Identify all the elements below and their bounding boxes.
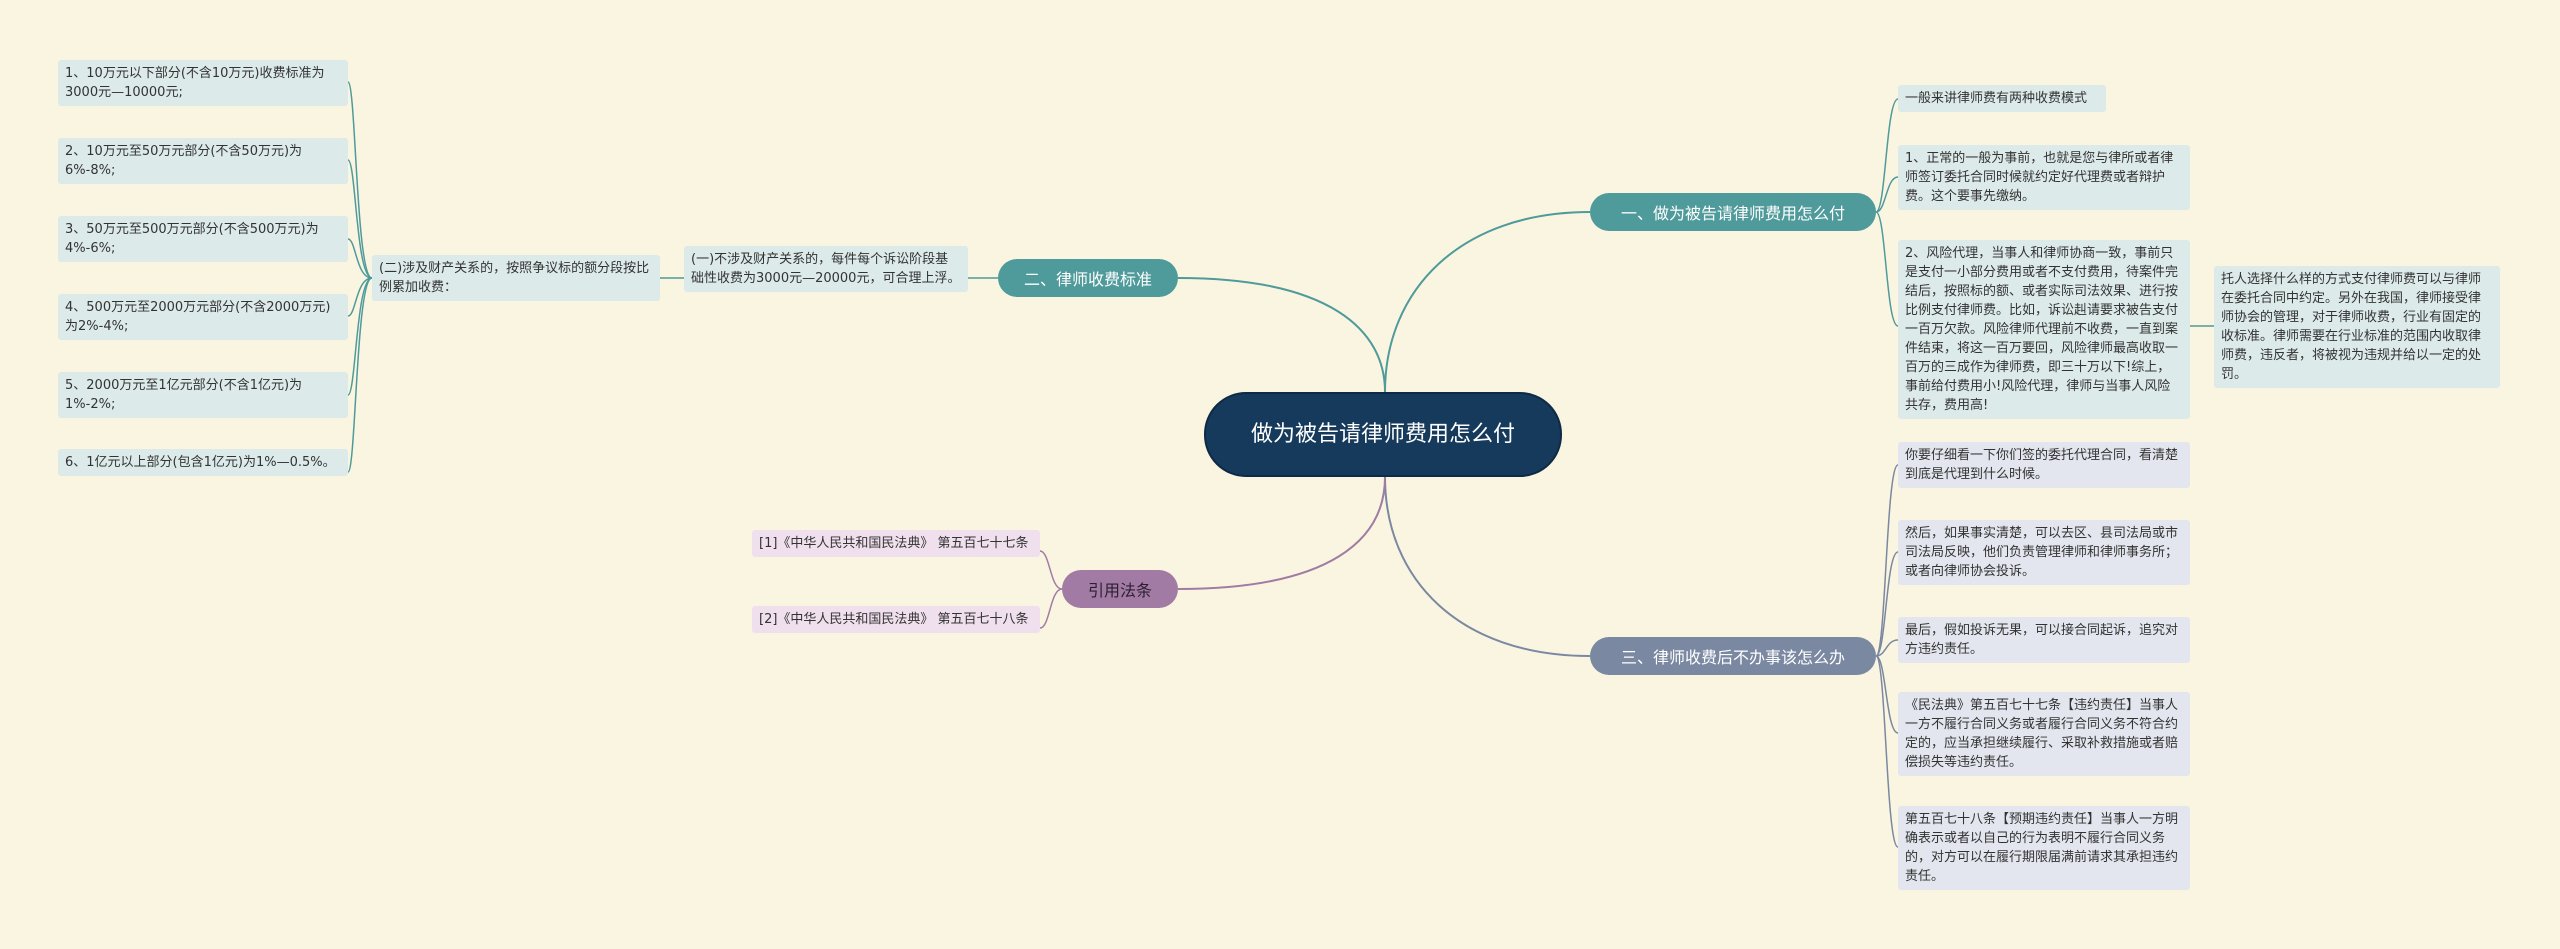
central-topic[interactable]: 做为被告请律师费用怎么付 bbox=[1204, 392, 1562, 477]
link-b2-tier1 bbox=[347, 81, 373, 279]
b3-item-3[interactable]: 最后，假如投诉无果，可以接合同起诉，追究对方违约责任。 bbox=[1898, 617, 2190, 663]
b1-item-3-sub-text: 托人选择什么样的方式支付律师费可以与律师在委托合同中约定。另外在我国，律师接受律… bbox=[2221, 272, 2482, 382]
branch-fee-payment[interactable]: 一、做为被告请律师费用怎么付 bbox=[1590, 193, 1876, 231]
link-b2-tier3 bbox=[347, 238, 373, 279]
b2-item-1[interactable]: (一)不涉及财产关系的，每件每个诉讼阶段基础性收费为3000元—20000元，可… bbox=[684, 246, 968, 292]
b2-item-1-text: (一)不涉及财产关系的，每件每个诉讼阶段基础性收费为3000元—20000元，可… bbox=[691, 252, 961, 286]
b1-item-2-text: 1、正常的一般为事前，也就是您与律所或者律师签订委托合同时候就约定好代理费或者辩… bbox=[1905, 151, 2174, 204]
link-center-b1 bbox=[1384, 211, 1591, 393]
b2-tier-2-text: 2、10万元至50万元部分(不含50万元)为6%-8%; bbox=[65, 144, 303, 178]
link-b1-item2 bbox=[1875, 176, 1899, 213]
link-b1-item1 bbox=[1875, 98, 1899, 213]
b3-item-3-text: 最后，假如投诉无果，可以接合同起诉，追究对方违约责任。 bbox=[1905, 623, 2179, 657]
link-b4-item2 bbox=[1039, 588, 1063, 629]
b3-item-5-text: 第五百七十八条【预期违约责任】当事人一方明确表示或者以自己的行为表明不履行合同义… bbox=[1905, 812, 2179, 884]
b2-tier-3-text: 3、50万元至500万元部分(不含500万元)为4%-6%; bbox=[65, 222, 319, 256]
b2-item-2-text: (二)涉及财产关系的，按照争议标的额分段按比例累加收费： bbox=[379, 261, 650, 295]
b2-tier-6[interactable]: 6、1亿元以上部分(包含1亿元)为1%—0.5%。 bbox=[58, 449, 348, 476]
link-b2-tier2 bbox=[347, 159, 373, 279]
b3-item-4-text: 《民法典》第五百七十七条【违约责任】当事人一方不履行合同义务或者履行合同义务不符… bbox=[1905, 698, 2179, 770]
link-b4-item1 bbox=[1039, 550, 1063, 590]
branch-fee-payment-label: 一、做为被告请律师费用怎么付 bbox=[1620, 204, 1845, 223]
b1-item-3-sub[interactable]: 托人选择什么样的方式支付律师费可以与律师在委托合同中约定。另外在我国，律师接受律… bbox=[2214, 266, 2500, 388]
b2-tier-5[interactable]: 5、2000万元至1亿元部分(不含1亿元)为1%-2%; bbox=[58, 372, 348, 418]
b2-tier-2[interactable]: 2、10万元至50万元部分(不含50万元)为6%-8%; bbox=[58, 138, 348, 184]
link-center-b2 bbox=[1177, 277, 1386, 393]
link-b3-item2 bbox=[1875, 551, 1899, 657]
link-center-b3 bbox=[1384, 476, 1591, 657]
link-b2-tier4 bbox=[347, 277, 373, 317]
b4-item-2[interactable]: [2]《中华人民共和国民法典》 第五百七十八条 bbox=[752, 606, 1040, 633]
link-b2-tier6 bbox=[347, 277, 373, 473]
b1-item-3-text: 2、风险代理，当事人和律师协商一致，事前只是支付一小部分费用或者不支付费用，待案… bbox=[1905, 246, 2179, 413]
branch-cited-law[interactable]: 引用法条 bbox=[1062, 570, 1178, 608]
b1-item-1-text: 一般来讲律师费有两种收费模式 bbox=[1905, 91, 2088, 106]
link-b3-item4 bbox=[1875, 655, 1899, 734]
branch-no-service-label: 三、律师收费后不办事该怎么办 bbox=[1620, 648, 1845, 667]
link-b3-item5 bbox=[1875, 655, 1899, 848]
b2-tier-1[interactable]: 1、10万元以下部分(不含10万元)收费标准为3000元—10000元; bbox=[58, 60, 348, 106]
branch-no-service[interactable]: 三、律师收费后不办事该怎么办 bbox=[1590, 637, 1876, 675]
b3-item-4[interactable]: 《民法典》第五百七十七条【违约责任】当事人一方不履行合同义务或者履行合同义务不符… bbox=[1898, 692, 2190, 776]
link-b3-item3 bbox=[1875, 639, 1899, 657]
b3-item-5[interactable]: 第五百七十八条【预期违约责任】当事人一方明确表示或者以自己的行为表明不履行合同义… bbox=[1898, 806, 2190, 890]
link-b2-tier5 bbox=[347, 277, 373, 396]
b4-item-1[interactable]: [1]《中华人民共和国民法典》 第五百七十七条 bbox=[752, 530, 1040, 557]
branch-cited-law-label: 引用法条 bbox=[1087, 581, 1152, 600]
b2-item-2[interactable]: (二)涉及财产关系的，按照争议标的额分段按比例累加收费： bbox=[372, 255, 660, 301]
branch-fee-standard[interactable]: 二、律师收费标准 bbox=[998, 259, 1178, 297]
central-topic-label: 做为被告请律师费用怎么付 bbox=[1250, 421, 1515, 447]
b4-item-1-text: [1]《中华人民共和国民法典》 第五百七十七条 bbox=[759, 536, 1029, 551]
b2-tier-5-text: 5、2000万元至1亿元部分(不含1亿元)为1%-2%; bbox=[65, 378, 303, 412]
b3-item-2-text: 然后，如果事实清楚，可以去区、县司法局或市司法局反映，他们负责管理律师和律师事务… bbox=[1905, 526, 2179, 579]
b1-item-3[interactable]: 2、风险代理，当事人和律师协商一致，事前只是支付一小部分费用或者不支付费用，待案… bbox=[1898, 240, 2190, 419]
b2-tier-3[interactable]: 3、50万元至500万元部分(不含500万元)为4%-6%; bbox=[58, 216, 348, 262]
b1-item-2[interactable]: 1、正常的一般为事前，也就是您与律所或者律师签订委托合同时候就约定好代理费或者辩… bbox=[1898, 145, 2190, 210]
b2-tier-4[interactable]: 4、500万元至2000万元部分(不含2000万元)为2%-4%; bbox=[58, 294, 348, 340]
b3-item-2[interactable]: 然后，如果事实清楚，可以去区、县司法局或市司法局反映，他们负责管理律师和律师事务… bbox=[1898, 520, 2190, 585]
b3-item-1[interactable]: 你要仔细看一下你们签的委托代理合同，看清楚到底是代理到什么时候。 bbox=[1898, 442, 2190, 488]
b2-tier-1-text: 1、10万元以下部分(不含10万元)收费标准为3000元—10000元; bbox=[65, 66, 325, 100]
b2-tier-4-text: 4、500万元至2000万元部分(不含2000万元)为2%-4%; bbox=[65, 300, 331, 334]
b1-item-1[interactable]: 一般来讲律师费有两种收费模式 bbox=[1898, 85, 2106, 112]
b4-item-2-text: [2]《中华人民共和国民法典》 第五百七十八条 bbox=[759, 612, 1029, 627]
link-b1-item3 bbox=[1875, 211, 1899, 327]
branch-fee-standard-label: 二、律师收费标准 bbox=[1023, 270, 1152, 289]
b2-tier-6-text: 6、1亿元以上部分(包含1亿元)为1%—0.5%。 bbox=[65, 455, 336, 470]
b3-item-1-text: 你要仔细看一下你们签的委托代理合同，看清楚到底是代理到什么时候。 bbox=[1905, 448, 2179, 482]
link-center-b4 bbox=[1177, 476, 1386, 590]
link-b3-item1 bbox=[1875, 464, 1899, 657]
